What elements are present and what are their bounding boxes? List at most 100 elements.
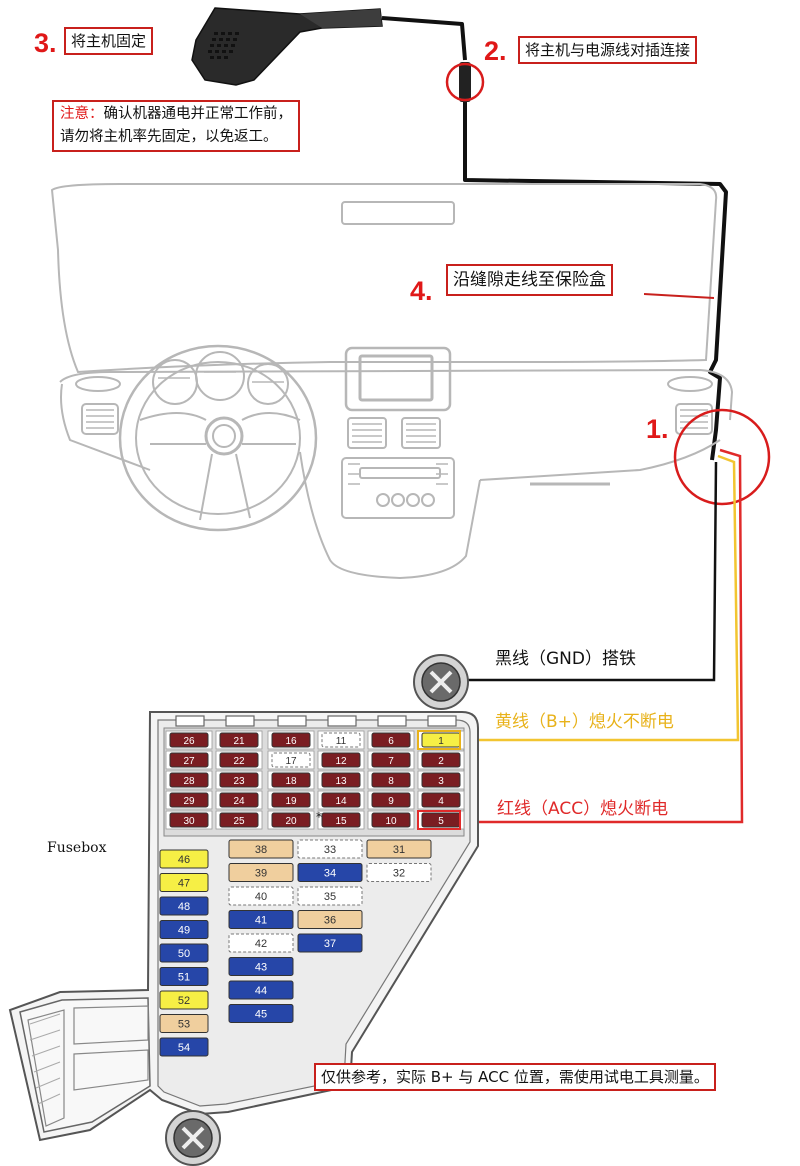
fuse-label: 28	[183, 776, 195, 787]
fuse-label: 30	[183, 816, 195, 827]
fuse-label: 21	[233, 736, 245, 747]
step-4-label: 沿缝隙走线至保险盒	[446, 264, 613, 296]
fuse-label: 20	[285, 816, 297, 827]
fuse-label: 13	[335, 776, 347, 787]
fuse-50: 50	[159, 943, 209, 963]
wire-bplus	[460, 454, 740, 742]
fuse-label: 33	[324, 844, 336, 856]
fuse-48: 48	[159, 896, 209, 916]
fuse-7: 7	[371, 752, 411, 768]
fuse-label: 22	[233, 756, 245, 767]
fuse-label: 26	[183, 736, 195, 747]
step-1-number: 1.	[646, 414, 669, 444]
fuse-label: 24	[233, 796, 245, 807]
fuse-19: 19	[271, 792, 311, 808]
fuse-label: 2	[438, 756, 444, 767]
fuse-label: 39	[255, 868, 267, 880]
fuse-30: 30	[169, 812, 209, 828]
fuse-16: 16	[271, 732, 311, 748]
ground-screw-top	[413, 654, 469, 710]
fuse-53: 53	[159, 1014, 209, 1033]
fuse-29: 29	[169, 792, 209, 808]
fuse-31: 31	[366, 839, 432, 859]
fuse-25: 25	[219, 812, 259, 828]
fuse-label: 29	[183, 796, 195, 807]
fuse-label: 32	[393, 868, 405, 880]
footer-disclaimer: 仅供参考，实际 B+ 与 ACC 位置，需使用试电工具测量。	[314, 1063, 716, 1091]
fuse-17: 17	[271, 752, 311, 768]
fuse-label: 12	[335, 756, 347, 767]
fuse-label: 14	[335, 796, 347, 807]
fuse-24: 24	[219, 792, 259, 808]
warning-note-text1: 确认机器通电并正常工作前，	[103, 106, 293, 122]
fuse-label: 52	[178, 995, 190, 1007]
fuse-43: 43	[228, 957, 294, 976]
fuse-label: 5	[438, 816, 444, 827]
fuse-label: 36	[324, 915, 336, 927]
fuse-2: 2	[421, 752, 461, 768]
fuse-8: 8	[371, 772, 411, 788]
fuse-18: 18	[271, 772, 311, 788]
fuse-40: 40	[228, 886, 294, 906]
fuse-label: 47	[178, 878, 190, 890]
fuse-41: 41	[228, 910, 294, 929]
fuse-label: 25	[233, 816, 245, 827]
fuse-54: 54	[159, 1037, 209, 1057]
fuse-label: 50	[178, 948, 190, 960]
step-3-label: 将主机固定	[64, 27, 154, 55]
fuse-44: 44	[228, 980, 294, 1000]
step-2-label: 将主机与电源线对插连接	[518, 36, 698, 64]
fuse-label: 38	[255, 844, 267, 856]
wire-gnd-label: 黑线（GND）搭铁	[495, 649, 636, 669]
cable-connector	[459, 62, 471, 102]
fuse-label: 31	[393, 844, 405, 856]
fuse-label: 10	[385, 816, 397, 827]
fuse-15: 15	[321, 812, 361, 828]
step-4-pointer-line	[644, 293, 714, 299]
fuse-label: 48	[178, 901, 190, 913]
fuse-label: 18	[285, 776, 297, 787]
wire-bplus-label: 黄线（B+）熄火不断电	[495, 712, 674, 732]
fuse-label: 51	[178, 972, 190, 984]
fuse-22: 22	[219, 752, 259, 768]
fuse-13: 13	[321, 772, 361, 788]
fuse-6: 6	[371, 732, 411, 748]
fuse-51: 51	[159, 967, 209, 986]
fuse-label: 54	[178, 1042, 190, 1054]
fuse-34: 34	[297, 863, 363, 882]
warning-note-prefix: 注意：	[60, 106, 104, 122]
fuse-14: 14	[321, 792, 361, 808]
fuse-label: 42	[255, 938, 267, 950]
power-cable	[381, 16, 728, 461]
fuse-39: 39	[228, 863, 294, 882]
fuse-4: 4	[421, 792, 461, 808]
fuse-label: 7	[388, 756, 394, 767]
step-2-number: 2.	[484, 36, 507, 66]
step-4-number: 4.	[410, 276, 433, 306]
fuse-47: 47	[159, 873, 209, 892]
fuse-49: 49	[159, 920, 209, 939]
fuse-12: 12	[321, 752, 361, 768]
fuse-20: 20	[271, 812, 311, 828]
fuse-52: 52	[159, 990, 209, 1010]
fuse-38: 38	[228, 839, 294, 859]
fuse-3: 3	[421, 772, 461, 788]
fuse-33: 33	[297, 839, 363, 859]
fuse-label: 45	[255, 1009, 267, 1021]
fuse-37: 37	[297, 933, 363, 953]
fuse-label: 40	[255, 891, 267, 903]
fuse-label: 41	[255, 915, 267, 927]
fuse-label: 11	[336, 736, 347, 747]
dashcam-illustration	[191, 7, 383, 86]
fuse-label: 27	[183, 756, 195, 767]
fuse-label: 16	[285, 736, 297, 747]
mount-screw-bottom	[165, 1110, 221, 1166]
wire-gnd	[452, 461, 718, 682]
fuse-label: 23	[233, 776, 245, 787]
fuse-28: 28	[169, 772, 209, 788]
fuse-26: 26	[169, 732, 209, 748]
fuse-label: 17	[285, 756, 297, 767]
fuse-label: 35	[324, 891, 336, 903]
